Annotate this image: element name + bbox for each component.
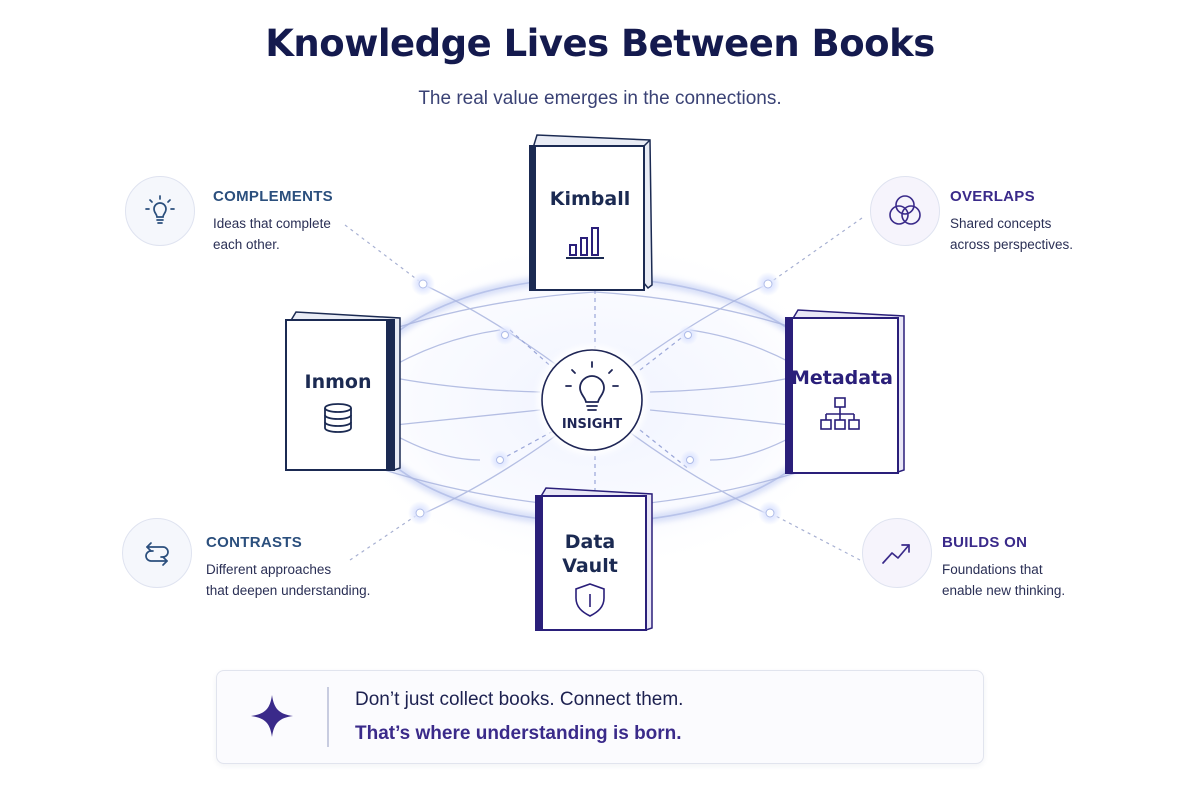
complements-desc-line2: each other. xyxy=(213,237,280,252)
shield-icon xyxy=(575,583,605,617)
contrasts-desc-line2: that deepen understanding. xyxy=(206,583,371,598)
page-subtitle: The real value emerges in the connection… xyxy=(418,88,782,109)
builds-on-icon-badge xyxy=(862,518,932,588)
insight-node: INSIGHT xyxy=(537,345,647,455)
leader-contrasts xyxy=(349,512,421,561)
book-metadata: Metadata xyxy=(785,309,905,474)
complements-desc-line1: Ideas that complete xyxy=(213,216,331,231)
builds-on-desc-line1: Foundations that xyxy=(942,562,1043,577)
leader-overlaps xyxy=(767,217,863,285)
contrasts-heading: CONTRASTS xyxy=(206,534,303,551)
hierarchy-icon xyxy=(820,397,860,430)
book-kimball: Kimball xyxy=(529,134,653,291)
footer-divider xyxy=(327,687,329,747)
leader-builds-on xyxy=(769,512,861,561)
footer-line1: Don’t just collect books. Connect them. xyxy=(355,689,684,710)
database-icon xyxy=(324,403,352,433)
trend-up-icon xyxy=(882,544,910,564)
overlaps-icon-badge xyxy=(870,176,940,246)
complements-icon-badge xyxy=(125,176,195,246)
book-metadata-label: Metadata xyxy=(791,367,893,389)
builds-on-desc-line2: enable new thinking. xyxy=(942,583,1066,598)
builds-on-description: Foundations that enable new thinking. xyxy=(942,559,1142,601)
book-data-vault-label-line1: Data xyxy=(565,531,616,553)
overlaps-heading: OVERLAPS xyxy=(950,188,1035,205)
footer-line2: That’s where understanding is born. xyxy=(355,723,682,744)
book-inmon-label: Inmon xyxy=(305,371,372,393)
builds-on-heading: BUILDS ON xyxy=(942,534,1028,551)
lightbulb-icon xyxy=(145,195,175,224)
network-nodes xyxy=(408,272,782,525)
bar-chart-icon xyxy=(566,227,604,259)
book-kimball-label: Kimball xyxy=(550,188,630,210)
overlaps-desc-line1: Shared concepts xyxy=(950,216,1052,231)
venn-icon xyxy=(889,195,921,225)
overlaps-desc-line2: across perspectives. xyxy=(950,237,1074,252)
contrasts-description: Different approaches that deepen underst… xyxy=(206,559,436,601)
leader-complements xyxy=(344,224,424,285)
swap-arrows-icon xyxy=(145,542,169,566)
book-inmon: Inmon xyxy=(285,311,401,471)
complements-heading: COMPLEMENTS xyxy=(213,188,333,205)
lightbulb-icon xyxy=(565,361,619,411)
contrasts-icon-badge xyxy=(122,518,192,588)
insight-label: INSIGHT xyxy=(562,417,622,432)
page-title: Knowledge Lives Between Books xyxy=(265,22,935,65)
sparkle-icon xyxy=(251,695,293,737)
book-data-vault: Data Vault xyxy=(535,487,653,631)
book-data-vault-label-line2: Vault xyxy=(562,555,618,577)
footer-message-box: Don’t just collect books. Connect them. … xyxy=(216,670,984,764)
contrasts-desc-line1: Different approaches xyxy=(206,562,332,577)
overlaps-description: Shared concepts across perspectives. xyxy=(950,213,1150,255)
complements-description: Ideas that complete each other. xyxy=(213,213,413,255)
